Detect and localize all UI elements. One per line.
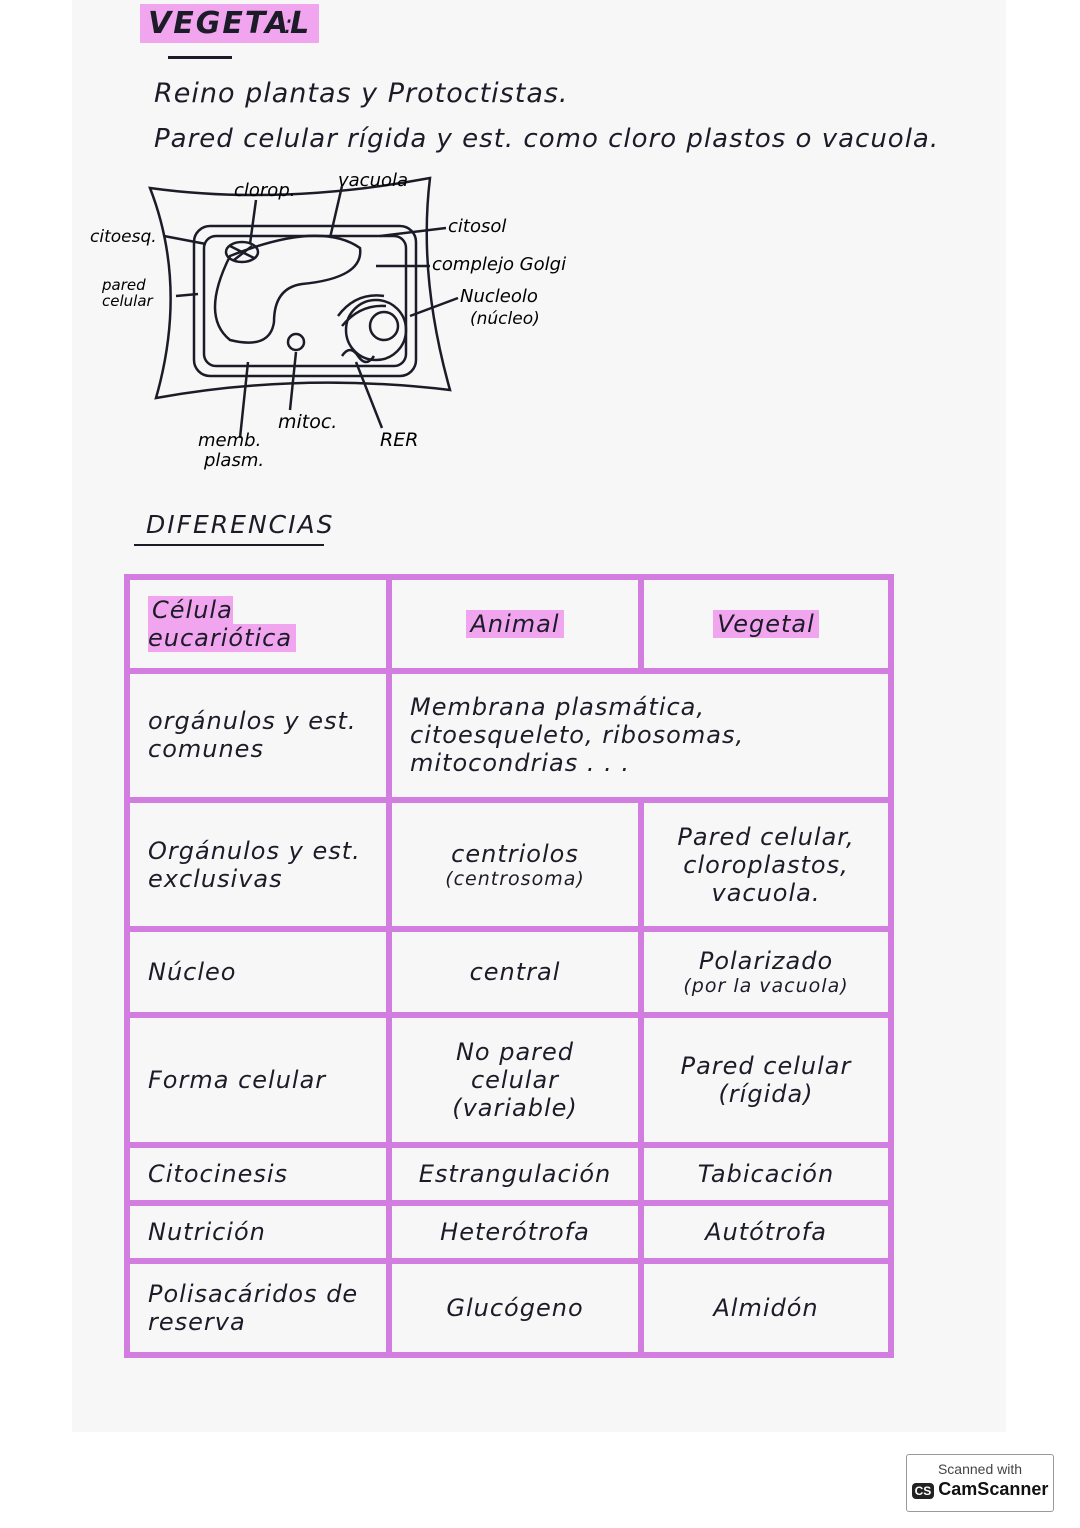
cell-animal: No pared celular (variable) [386, 1012, 644, 1148]
golgi-shape [337, 294, 387, 327]
table-row: Polisacáridos de reserva Glucógeno Almid… [124, 1258, 894, 1358]
label-memb-1: memb. [198, 430, 261, 451]
table-row: Nutrición Heterótrofa Autótrofa [124, 1199, 894, 1265]
label-clorop: clorop. [234, 180, 295, 201]
nucleus-shape [344, 298, 408, 362]
merged-cell-common: Membrana plasmática, citoesqueleto, ribo… [386, 667, 894, 803]
cell-vegetal: Autótrofa [638, 1199, 894, 1265]
cell-membrane [192, 224, 418, 378]
label-mitoc: mitoc. [278, 411, 337, 433]
mitochondria-shape [286, 332, 306, 352]
page-title: VEGETAL [140, 4, 320, 43]
cell-vegetal: Almidón [638, 1258, 894, 1358]
cell-wall-outer [148, 176, 452, 400]
table-row: Núcleo central Polarizado(por la vacuola… [124, 926, 894, 1019]
row-label: Núcleo [124, 926, 392, 1019]
row-label: Citocinesis [124, 1141, 392, 1206]
note-line-2: Pared celular rígida y est. como cloro p… [154, 124, 940, 154]
cell-animal: Glucógeno [386, 1258, 644, 1358]
title-colon: : [284, 10, 294, 40]
table-row: Citocinesis Estrangulación Tabicación [124, 1141, 894, 1206]
header-cell-vegetal: Vegetal [638, 574, 894, 674]
differences-heading: DIFERENCIAS [146, 510, 335, 539]
vacuole-shape [213, 234, 362, 344]
table-row: Forma celular No pared celular (variable… [124, 1012, 894, 1148]
table-row: orgánulos y est. comunes Membrana plasmá… [124, 667, 894, 803]
label-lines [163, 185, 459, 439]
table-header-row: Célula eucariótica Animal Vegetal [124, 574, 894, 674]
header-cell-eucariotica: Célula eucariótica [124, 574, 392, 674]
cell-vegetal: Tabicación [638, 1141, 894, 1206]
label-vacuola: vacuola [338, 170, 408, 191]
label-citoesq: citoesq. [90, 227, 157, 247]
row-label: Polisacáridos de reserva [124, 1258, 392, 1358]
label-pared-2: celular [102, 292, 154, 310]
stamp-line-1: Scanned with [937, 1461, 1023, 1477]
chloroplast-shape [224, 240, 260, 264]
cell-vegetal: Pared celular, cloroplastos, vacuola. [638, 796, 894, 933]
rer-shape [340, 348, 376, 364]
cell-vegetal: Polarizado(por la vacuola) [638, 926, 894, 1019]
label-golgi: complejo Golgi [432, 254, 566, 275]
table-row: Orgánulos y est. exclusivas centriolos(c… [124, 796, 894, 933]
row-label: Orgánulos y est. exclusivas [124, 796, 392, 933]
note-line-1: Reino plantas y Protoctistas. [154, 78, 569, 109]
differences-underline [134, 544, 324, 546]
label-pared-1: pared [101, 276, 146, 294]
cell-animal: Estrangulación [386, 1141, 644, 1206]
stamp-line-2: CamScanner [938, 1479, 1049, 1499]
title-underline [168, 56, 232, 59]
label-nucleolo: Nucleolo [460, 286, 538, 307]
cell-vegetal: Pared celular (rígida) [638, 1012, 894, 1148]
label-memb-2: plasm. [203, 450, 264, 471]
header-cell-animal: Animal [386, 574, 644, 674]
cell-animal: Heterótrofa [386, 1199, 644, 1265]
cell-animal: centriolos(centrosoma) [386, 796, 644, 933]
row-label: orgánulos y est. comunes [124, 667, 392, 803]
label-rer: RER [380, 429, 418, 451]
row-label: Nutrición [124, 1199, 392, 1265]
cell-animal: central [386, 926, 644, 1019]
plant-cell-diagram: clorop. vacuola citoesq. pared celular c… [90, 170, 566, 471]
label-citosol: citosol [448, 216, 506, 237]
label-nucleo: (núcleo) [470, 309, 540, 329]
comparison-table: Célula eucariótica Animal Vegetal orgánu… [124, 574, 894, 1358]
camscanner-logo-icon: CS [911, 1482, 935, 1499]
row-label: Forma celular [124, 1012, 392, 1148]
nucleolus-shape [368, 310, 400, 342]
